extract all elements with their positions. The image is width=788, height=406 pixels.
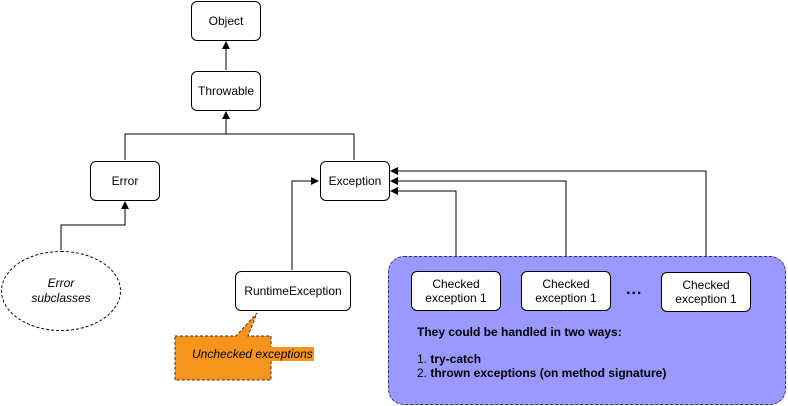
runtime-exception-node: RuntimeException: [235, 271, 351, 311]
unchecked-exceptions-label: Unchecked exceptions: [191, 347, 314, 361]
checked-exception-node-2: Checked exception 1: [521, 271, 611, 311]
edge-error-throwable: [124, 111, 230, 160]
handling-item-1-text: 1. try-catch: [417, 352, 482, 366]
edge-checked2-exception: [390, 177, 567, 270]
ellipsis: ...: [626, 281, 643, 298]
checked-exception-label-1: Checked exception 1: [425, 277, 487, 305]
handling-item-2-text: 2. thrown exceptions (on method signatur…: [417, 366, 667, 380]
error-node: Error: [90, 161, 160, 201]
unchecked-callout-shape: [174, 312, 272, 381]
edge-checked3-exception: [390, 167, 707, 271]
handling-item-1: 1. try-catch: [417, 352, 481, 366]
edge-checked1-exception: [390, 187, 457, 270]
checked-exception-label-2: Checked exception 1: [535, 277, 597, 305]
edge-subclasses-error: [60, 201, 129, 250]
edge-runtime-exception: [291, 177, 319, 270]
checked-exception-node-3: Checked exception 1: [661, 272, 751, 312]
handling-item-2: 2. thrown exceptions (on method signatur…: [417, 366, 666, 380]
throwable-node: Throwable: [191, 71, 261, 111]
exception-node: Exception: [320, 161, 390, 201]
checked-exception-node-1: Checked exception 1: [411, 271, 501, 311]
checked-exception-label-3: Checked exception 1: [675, 278, 737, 306]
edge-exception-throwable: [226, 133, 355, 160]
error-subclasses-label: Error subclasses: [31, 276, 91, 305]
handling-heading: They could be handled in two ways:: [417, 325, 622, 339]
error-subclasses-node: Error subclasses: [1, 251, 121, 331]
object-node: Object: [191, 1, 261, 41]
